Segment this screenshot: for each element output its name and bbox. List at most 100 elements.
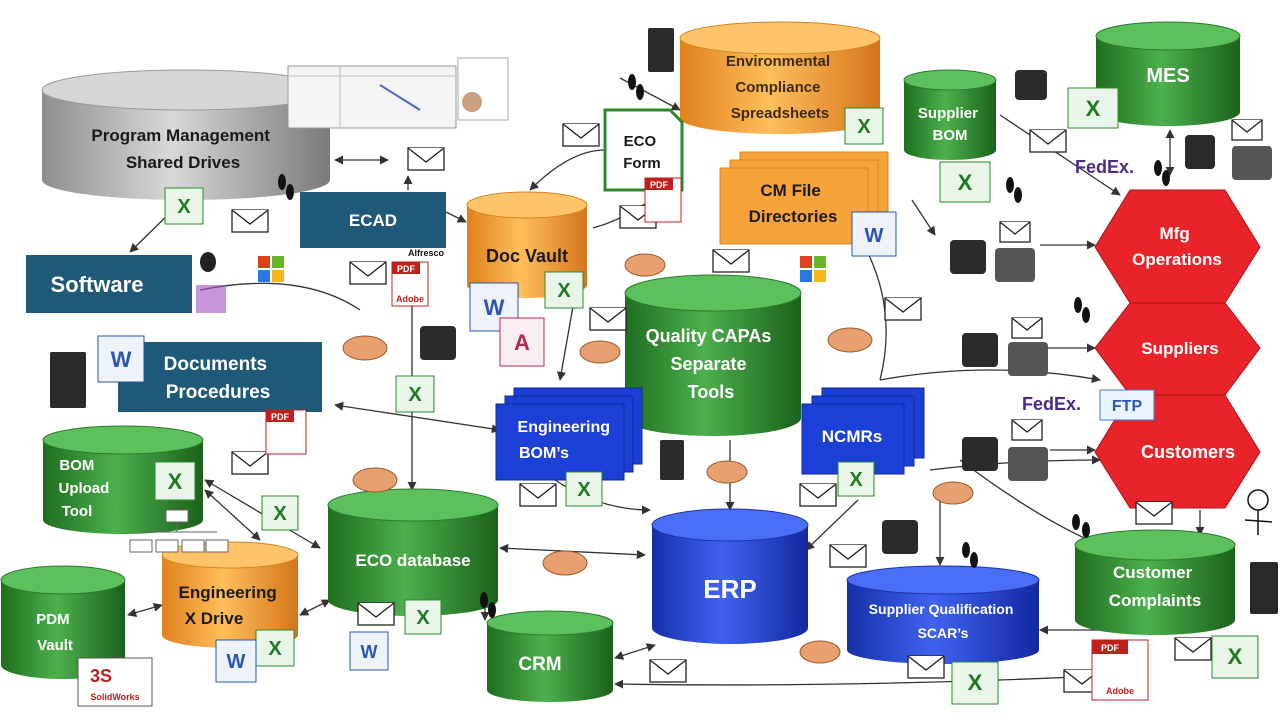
svg-text:X: X	[1086, 96, 1101, 121]
envelope-icon	[1231, 119, 1263, 141]
server-icon	[1250, 562, 1278, 614]
cylinder-quality-capas[interactable]	[624, 274, 802, 436]
phone-icon	[1008, 447, 1048, 481]
label-bom-upload: BOM Upload Tool	[58, 457, 113, 520]
svg-text:W: W	[865, 225, 884, 247]
excel-icons: X X X X X X X X X X X X X X	[154, 87, 1259, 705]
handshake-icon	[827, 327, 873, 353]
svg-text:X: X	[416, 607, 430, 629]
label-quality-capas: Quality CAPAs Separate Tools	[646, 326, 777, 402]
label-supplier-bom: Supplier BOM	[918, 105, 982, 144]
svg-text:X: X	[1228, 644, 1243, 669]
svg-text:X: X	[268, 638, 282, 660]
edge-supplierbom-mfg	[999, 114, 1121, 196]
svg-text:X: X	[557, 280, 571, 302]
envelope-icon	[589, 307, 627, 331]
word-icon: W	[851, 211, 897, 257]
hex-mfg-operations[interactable]	[1094, 189, 1261, 304]
pdf-icon: PDF Adobe	[391, 261, 429, 307]
envelope-icon	[649, 659, 687, 683]
stack-ncmrs[interactable]	[801, 387, 925, 475]
footprint-icon	[1006, 177, 1014, 193]
pdf-icon: PDF	[265, 409, 307, 455]
label-engineering-x: Engineering X Drive	[179, 583, 282, 628]
word-icons: W W W W W	[97, 211, 897, 683]
svg-text:PDF: PDF	[271, 412, 290, 422]
footprint-icons	[278, 74, 1170, 618]
windows-logo-icon	[258, 256, 284, 282]
hex-customers[interactable]	[1094, 394, 1261, 509]
footprint-icon	[1154, 160, 1162, 176]
svg-text:FedEx.: FedEx.	[1075, 157, 1134, 177]
svg-text:W: W	[361, 642, 378, 662]
excel-icon: X	[261, 495, 299, 531]
phone-icon	[882, 520, 918, 554]
cylinder-environmental[interactable]	[679, 21, 881, 134]
phone-icon	[962, 437, 998, 471]
excel-icon: X	[164, 187, 204, 225]
label-software: Software	[51, 272, 144, 297]
svg-text:SolidWorks: SolidWorks	[90, 692, 139, 702]
doc-eco-form[interactable]	[603, 108, 684, 192]
stack-engineering-bom[interactable]	[495, 387, 643, 481]
excel-icon: X	[544, 271, 584, 309]
envelope-icon	[799, 483, 837, 507]
phone-icon	[1232, 146, 1272, 180]
word-icon: W	[349, 631, 389, 671]
access-icon: A	[499, 317, 545, 367]
box-ecad[interactable]	[300, 192, 446, 248]
pdf-icon: PDF	[644, 177, 682, 223]
svg-text:W: W	[111, 347, 132, 372]
envelope-icon	[519, 483, 557, 507]
excel-icon: X	[1067, 87, 1119, 129]
box-documents[interactable]	[118, 342, 322, 412]
windows-logo-icon	[800, 256, 826, 282]
handshake-icon	[706, 460, 748, 484]
excel-icon: X	[565, 471, 603, 507]
envelope-icon	[884, 297, 922, 321]
phone-icon	[420, 326, 456, 360]
cylinder-program-management[interactable]	[41, 69, 331, 200]
gantt-screenshot-icon	[287, 57, 509, 129]
svg-text:X: X	[857, 116, 871, 138]
svg-text:Adobe: Adobe	[396, 294, 424, 304]
cylinder-supplier-bom[interactable]	[903, 69, 997, 160]
svg-text:X: X	[273, 503, 287, 525]
footprint-icon	[628, 74, 636, 90]
handshake-icon	[542, 550, 588, 576]
svg-text:PDF: PDF	[1101, 643, 1120, 653]
svg-text:X: X	[577, 479, 591, 501]
edge-ecad-docvault	[445, 211, 467, 223]
excel-icon: X	[837, 461, 875, 497]
server-icon	[648, 28, 674, 72]
cylinder-mes[interactable]	[1095, 21, 1241, 126]
svg-text:X: X	[177, 196, 191, 218]
label-eco-database: ECO database	[355, 551, 470, 570]
envelope-icon	[1174, 637, 1212, 661]
phone-icon	[1008, 342, 1048, 376]
server-icons	[50, 28, 1278, 614]
footprint-icon	[278, 174, 286, 190]
server-icon	[50, 352, 86, 408]
edge-docvault-engbom	[556, 294, 576, 381]
envelope-icon	[407, 147, 445, 171]
label-documents: Documents Procedures	[164, 354, 273, 403]
box-software[interactable]	[26, 255, 192, 313]
excel-icon: X	[395, 375, 435, 413]
label-doc-vault: Doc Vault	[486, 246, 568, 266]
cylinder-eco-database[interactable]	[327, 488, 499, 616]
envelope-icon	[999, 221, 1031, 243]
cylinder-supplier-qualification[interactable]	[846, 565, 1040, 664]
cylinder-customer-complaints[interactable]	[1074, 529, 1236, 635]
cylinder-crm[interactable]	[486, 610, 614, 702]
phone-icon	[995, 248, 1035, 282]
phone-icon	[950, 240, 986, 274]
edge-bom-xdrive	[204, 489, 261, 541]
label-supplier-qual: Supplier Qualification SCAR’s	[869, 601, 1018, 641]
solidworks-logo-icon: 3S SolidWorks	[77, 657, 153, 707]
cylinder-erp[interactable]	[651, 508, 809, 644]
phone-icon	[1185, 135, 1215, 169]
edge-xdrive-ecodb	[299, 599, 331, 616]
label-ecad: ECAD	[349, 211, 397, 230]
